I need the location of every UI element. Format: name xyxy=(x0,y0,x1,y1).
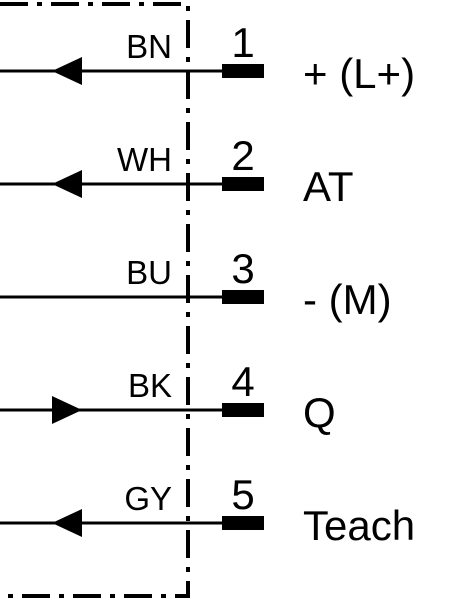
wire-color-code: GY xyxy=(124,480,172,517)
pin-function-label: - (M) xyxy=(303,276,392,323)
arrow-left-icon xyxy=(52,509,82,537)
pin-function-label: + (L+) xyxy=(303,50,415,97)
wire-row: BU 3 - (M) xyxy=(0,245,392,323)
pin-terminal xyxy=(222,516,264,530)
wire-color-code: BK xyxy=(128,367,172,404)
pin-function-label: Q xyxy=(303,389,336,436)
pin-number: 4 xyxy=(231,358,254,405)
pin-number: 1 xyxy=(231,19,254,66)
pin-number: 5 xyxy=(231,471,254,518)
pin-number: 2 xyxy=(231,132,254,179)
pin-terminal xyxy=(222,64,264,78)
arrow-right-icon xyxy=(52,396,82,424)
pin-terminal xyxy=(222,290,264,304)
pin-number: 3 xyxy=(231,245,254,292)
wire-color-code: WH xyxy=(117,141,172,178)
wire-row: WH 2AT xyxy=(0,132,354,210)
pin-function-label: Teach xyxy=(303,502,415,549)
wire-color-code: BU xyxy=(126,254,172,291)
wire-row: BN 1 + (L+) xyxy=(0,19,415,97)
housing-outline xyxy=(0,2,190,598)
arrow-left-icon xyxy=(52,57,82,85)
arrow-left-icon xyxy=(52,170,82,198)
wire-row: BK 4Q xyxy=(0,358,336,436)
pin-terminal xyxy=(222,177,264,191)
pin-terminal xyxy=(222,403,264,417)
wire-color-code: BN xyxy=(126,28,172,65)
pin-function-label: AT xyxy=(303,163,354,210)
